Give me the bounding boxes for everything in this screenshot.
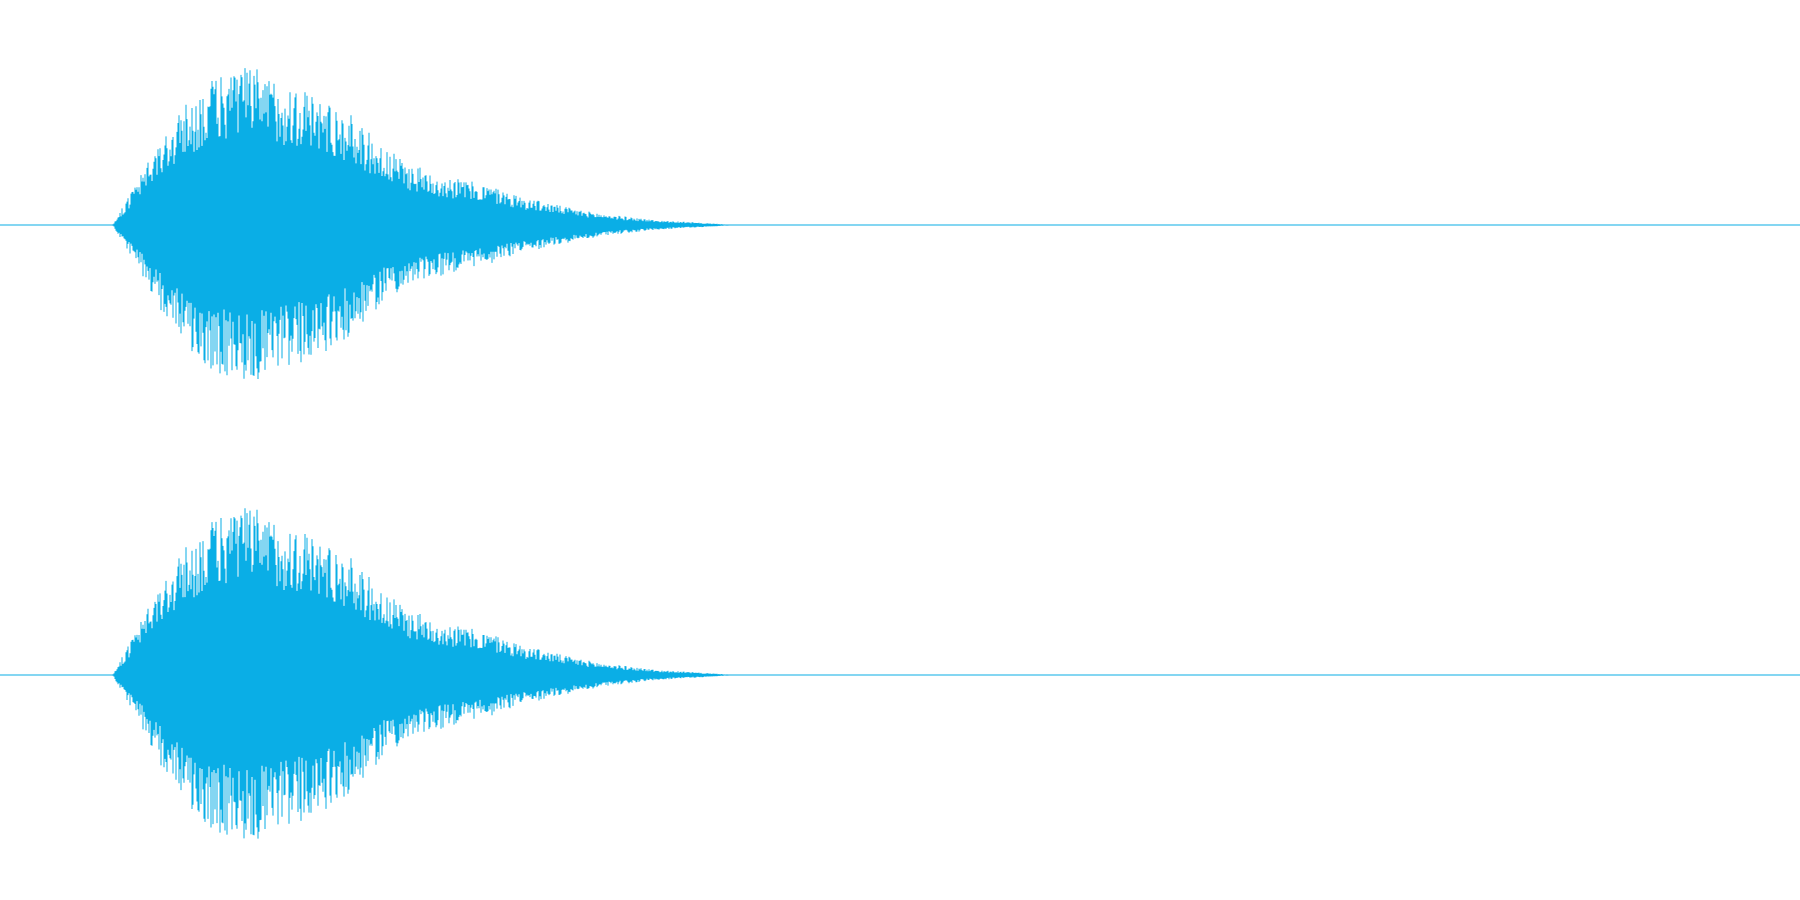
channel-1-waveform — [112, 68, 737, 379]
channel-2-waveform — [112, 508, 738, 839]
waveform-channel-1 — [0, 68, 1800, 379]
waveform-channel-2 — [0, 508, 1800, 839]
